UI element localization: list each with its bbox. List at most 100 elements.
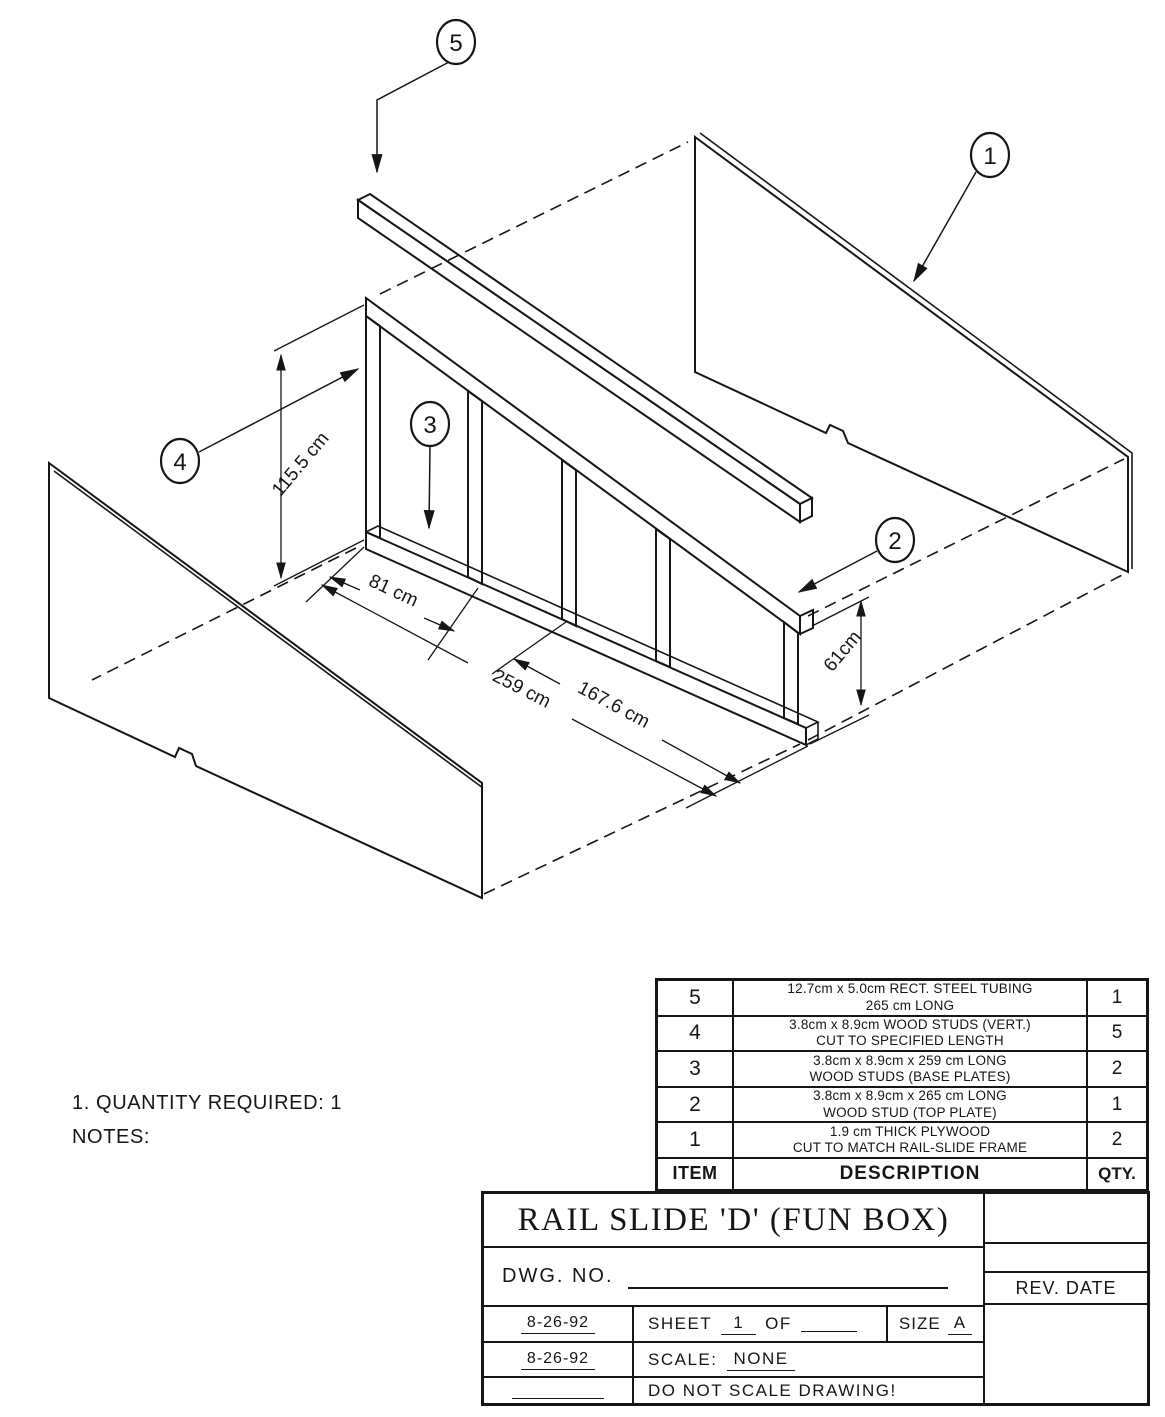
callout-leader-2: [797, 550, 878, 593]
description-cell: 3.8cm x 8.9cm x 265 cm LONG WOOD STUD (T…: [734, 1087, 1088, 1122]
date-field: 8-26-92: [484, 1343, 634, 1376]
qty-cell: 2: [1111, 1057, 1123, 1079]
sheet-field: SHEET 1 OF: [634, 1307, 888, 1341]
table-row: 3 3.8cm x 8.9cm x 259 cm LONG WOOD STUDS…: [658, 1052, 1146, 1088]
description-cell: 3.8cm x 8.9cm WOOD STUDS (VERT.) CUT TO …: [734, 1016, 1088, 1051]
qty-cell: 2: [1111, 1129, 1123, 1151]
table-row: 5 12.7cm x 5.0cm RECT. STEEL TUBING 265 …: [658, 981, 1146, 1017]
callout-number: 3: [423, 412, 436, 439]
blank-line: [512, 1382, 604, 1399]
warning-row: DO NOT SCALE DRAWING!: [484, 1378, 983, 1403]
dimension-label-base-left: 81 cm: [365, 571, 421, 612]
isometric-drawing: 115.5 cm 81 cm 259 cm 167.6 cm 61cm 5 1 …: [48, 18, 1133, 900]
qty-header: QTY.: [1098, 1163, 1136, 1183]
rev-cell-empty: [985, 1194, 1147, 1244]
table-row: 2 3.8cm x 8.9cm x 265 cm LONG WOOD STUD …: [658, 1087, 1146, 1124]
frame-top-plate: [365, 296, 814, 636]
parts-table: 5 12.7cm x 5.0cm RECT. STEEL TUBING 265 …: [655, 978, 1149, 1192]
description-line: 3.8cm x 8.9cm x 259 cm LONG: [813, 1052, 1007, 1068]
date-field: 8-26-92: [484, 1307, 634, 1341]
rev-entries-area: [985, 1305, 1147, 1403]
description-line: 3.8cm x 8.9cm x 265 cm LONG: [813, 1088, 1007, 1104]
callout-balloon-2: [874, 516, 916, 564]
callout-balloon-4: [159, 437, 201, 485]
sheet-row: 8-26-92 SHEET 1 OF SIZE A: [484, 1307, 983, 1343]
notes-block: 1. QUANTITY REQUIRED: 1 NOTES:: [72, 1092, 342, 1160]
callout-balloon-1: [969, 131, 1011, 179]
callout-numbers: 5 1 4 3 2: [173, 30, 996, 555]
item-header: ITEM: [658, 1158, 734, 1189]
dwg-no-row: DWG. NO.: [484, 1248, 983, 1307]
description-line: CUT TO SPECIFIED LENGTH: [816, 1033, 1004, 1049]
size-value: A: [947, 1313, 973, 1335]
description-cell: 12.7cm x 5.0cm RECT. STEEL TUBING 265 cm…: [734, 981, 1088, 1015]
description-line: CUT TO MATCH RAIL-SLIDE FRAME: [792, 1140, 1028, 1156]
description-line: WOOD STUD (TOP PLATE): [823, 1104, 997, 1120]
title-block: RAIL SLIDE 'D' (FUN BOX) DWG. NO. 8-26-9…: [481, 1191, 1150, 1406]
callout-number: 5: [449, 30, 462, 57]
sheet-total-line: [800, 1316, 857, 1332]
item-cell: 4: [658, 1016, 734, 1051]
description-line: 3.8cm x 8.9cm WOOD STUDS (VERT.): [789, 1016, 1031, 1032]
callout-balloon-5: [435, 18, 477, 66]
table-header-row: ITEM DESCRIPTION QTY.: [658, 1158, 1146, 1189]
description-cell: 3.8cm x 8.9cm x 259 cm LONG WOOD STUDS (…: [734, 1052, 1088, 1086]
description-line: 265 cm LONG: [865, 997, 955, 1013]
item-cell: 3: [658, 1052, 734, 1086]
blank-date-field: [484, 1378, 634, 1403]
do-not-scale-note: DO NOT SCALE DRAWING!: [634, 1378, 983, 1403]
callout-leader-4: [198, 368, 360, 453]
dwg-no-line: [627, 1265, 948, 1289]
callout-leader-5: [371, 61, 450, 174]
hidden-lines: [91, 141, 1125, 895]
sheet-label: SHEET: [648, 1314, 713, 1333]
dimension-lines: [276, 353, 866, 797]
qty-cell: 1: [1111, 986, 1123, 1008]
note-quantity: 1. QUANTITY REQUIRED: 1: [72, 1092, 343, 1114]
sheet-of-label: OF: [765, 1314, 792, 1333]
callout-leader-3: [423, 445, 435, 530]
steel-rail: [356, 192, 814, 524]
callout-number: 4: [173, 449, 186, 476]
dimension-label-base-mid: 167.6 cm: [574, 678, 653, 733]
sheet-number: 1: [721, 1313, 757, 1335]
plywood-panel-far: [694, 132, 1133, 574]
qty-cell: 1: [1111, 1093, 1123, 1115]
callout-leaders: [198, 61, 977, 593]
description-line: WOOD STUDS (BASE PLATES): [809, 1068, 1011, 1084]
item-cell: 1: [658, 1123, 734, 1157]
dimension-label-base-total: 259 cm: [489, 666, 554, 713]
title-block-right: REV. DATE: [985, 1194, 1147, 1403]
scale-value: NONE: [727, 1349, 795, 1371]
drawing-title: RAIL SLIDE 'D' (FUN BOX): [484, 1194, 983, 1248]
scale-label: SCALE:: [648, 1349, 718, 1369]
size-field: SIZE A: [888, 1307, 983, 1341]
description-line: 12.7cm x 5.0cm RECT. STEEL TUBING: [787, 981, 1033, 997]
frame-studs: [365, 314, 799, 726]
do-not-scale-text: DO NOT SCALE DRAWING!: [648, 1380, 897, 1400]
scale-field: SCALE: NONE: [634, 1343, 983, 1376]
rev-cell-empty: [985, 1244, 1147, 1273]
description-header: DESCRIPTION: [734, 1158, 1088, 1189]
callout-balloon-3: [409, 400, 451, 448]
date-value: 8-26-92: [520, 1350, 596, 1370]
rev-date-label: REV. DATE: [985, 1273, 1147, 1305]
dwg-no-label: DWG. NO.: [502, 1265, 614, 1287]
title-block-left: RAIL SLIDE 'D' (FUN BOX) DWG. NO. 8-26-9…: [484, 1194, 985, 1403]
dimension-label-toe-height: 61cm: [820, 627, 866, 676]
callout-leader-1: [913, 171, 977, 283]
frame-base-plates: [365, 525, 820, 747]
date-value: 8-26-92: [520, 1314, 596, 1334]
plywood-panel-near: [48, 461, 484, 900]
item-cell: 2: [658, 1087, 734, 1122]
description-cell: 1.9 cm THICK PLYWOOD CUT TO MATCH RAIL-S…: [734, 1123, 1088, 1157]
notes-label: NOTES:: [72, 1126, 151, 1148]
description-line: 1.9 cm THICK PLYWOOD: [829, 1123, 991, 1139]
item-cell: 5: [658, 981, 734, 1015]
callout-balloons: [159, 18, 1011, 564]
qty-cell: 5: [1111, 1022, 1123, 1044]
callout-number: 1: [983, 143, 996, 170]
size-label: SIZE: [898, 1314, 941, 1333]
scale-row: 8-26-92 SCALE: NONE: [484, 1343, 983, 1378]
